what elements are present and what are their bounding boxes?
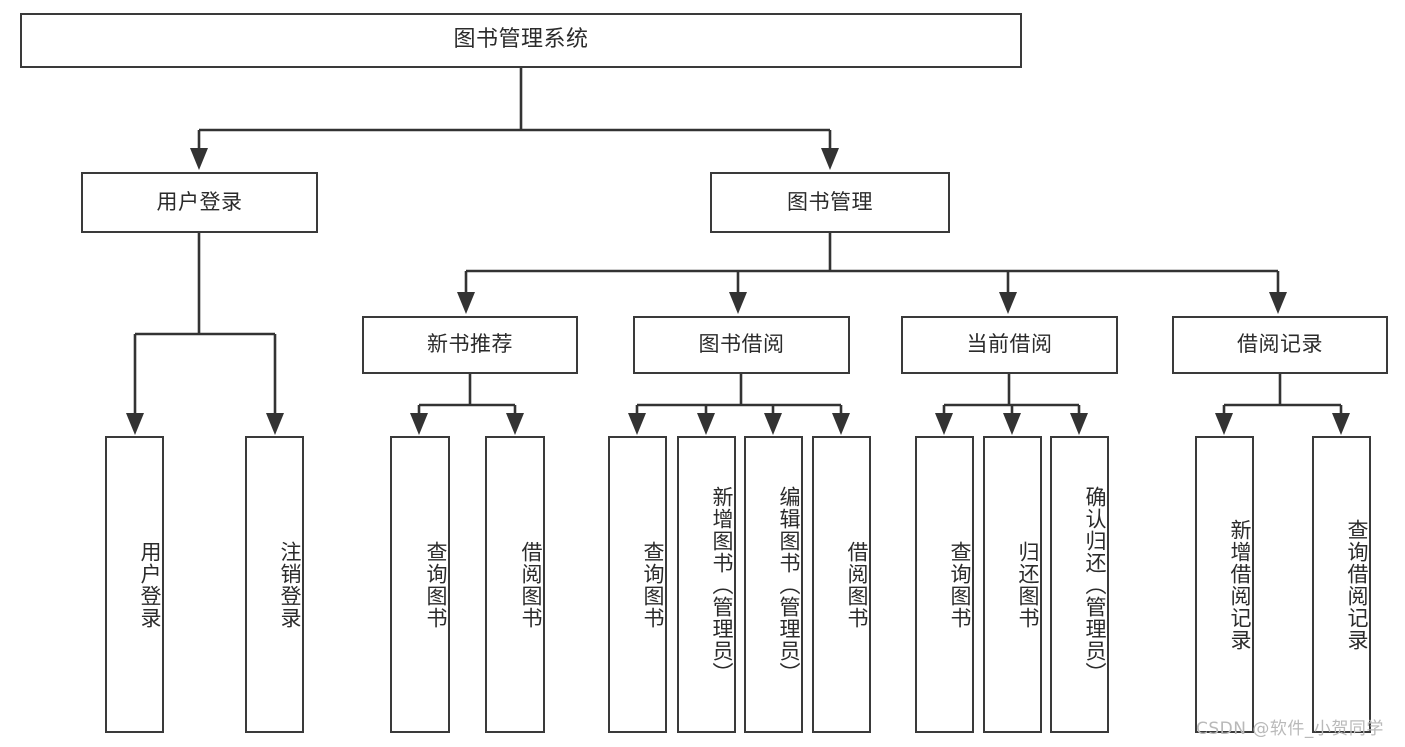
node-label: 新增借阅记录 (1228, 518, 1252, 651)
node-leaf-logout[interactable]: 注销登录 (245, 436, 304, 733)
node-label: 用户登录 (156, 189, 243, 214)
node-new-book-rec[interactable]: 新书推荐 (362, 316, 578, 374)
arrow-group-2-leaf-2 (1070, 413, 1088, 435)
arrow-root-child-0 (190, 148, 208, 170)
node-leaf-query-book-cur[interactable]: 查询图书 (915, 436, 974, 733)
node-book-borrow[interactable]: 图书借阅 (633, 316, 850, 374)
arrow-user-login-leaf-0 (126, 413, 144, 435)
arrow-group-0-leaf-0 (410, 413, 428, 435)
node-label: 新增图书（管理员） (710, 485, 734, 684)
node-leaf-confirm-return[interactable]: 确认归还（管理员） (1050, 436, 1109, 733)
node-label: 编辑图书（管理员） (777, 485, 801, 684)
node-label: 借阅图书 (519, 540, 543, 629)
node-leaf-query-book-rec[interactable]: 查询图书 (390, 436, 450, 733)
node-leaf-user-login[interactable]: 用户登录 (105, 436, 164, 733)
node-label: 借阅记录 (1237, 332, 1323, 357)
node-leaf-edit-book[interactable]: 编辑图书（管理员） (744, 436, 803, 733)
node-label: 图书管理 (787, 189, 873, 214)
node-label: 用户登录 (138, 540, 162, 629)
arrow-root-child-1 (821, 148, 839, 170)
node-label: 查询图书 (424, 540, 448, 629)
arrow-book-manage-child-1 (729, 292, 747, 314)
arrow-group-1-leaf-3 (832, 413, 850, 435)
arrow-book-manage-child-2 (999, 292, 1017, 314)
node-label: 查询借阅记录 (1345, 518, 1369, 651)
node-current-borrow[interactable]: 当前借阅 (901, 316, 1118, 374)
node-root-图书管理系统[interactable]: 图书管理系统 (20, 13, 1022, 68)
node-label: 查询图书 (948, 540, 972, 629)
arrow-group-0-leaf-1 (506, 413, 524, 435)
arrow-group-2-leaf-0 (935, 413, 953, 435)
arrow-group-2-leaf-1 (1003, 413, 1021, 435)
node-leaf-borrow-book[interactable]: 借阅图书 (812, 436, 871, 733)
node-label: 查询图书 (641, 540, 665, 629)
node-user-login[interactable]: 用户登录 (81, 172, 318, 233)
node-borrow-record[interactable]: 借阅记录 (1172, 316, 1388, 374)
node-label: 图书借阅 (698, 332, 785, 357)
node-label: 新书推荐 (427, 332, 513, 357)
node-leaf-query-book-borrow[interactable]: 查询图书 (608, 436, 667, 733)
node-leaf-add-book[interactable]: 新增图书（管理员） (677, 436, 736, 733)
node-leaf-add-record[interactable]: 新增借阅记录 (1195, 436, 1254, 733)
node-leaf-return-book[interactable]: 归还图书 (983, 436, 1042, 733)
node-label: 借阅图书 (845, 540, 869, 629)
node-label: 归还图书 (1016, 540, 1040, 629)
arrow-group-3-leaf-1 (1332, 413, 1350, 435)
node-label: 当前借阅 (966, 332, 1053, 357)
node-label: 注销登录 (278, 540, 302, 629)
node-label: 确认归还（管理员） (1083, 485, 1107, 684)
arrow-group-1-leaf-2 (764, 413, 782, 435)
arrow-group-3-leaf-0 (1215, 413, 1233, 435)
arrow-book-manage-child-3 (1269, 292, 1287, 314)
node-label: 图书管理系统 (453, 27, 589, 53)
node-leaf-query-record[interactable]: 查询借阅记录 (1312, 436, 1371, 733)
arrow-group-1-leaf-0 (628, 413, 646, 435)
node-leaf-borrow-book-rec[interactable]: 借阅图书 (485, 436, 545, 733)
arrow-user-login-leaf-1 (266, 413, 284, 435)
arrow-group-1-leaf-1 (697, 413, 715, 435)
arrow-book-manage-child-0 (457, 292, 475, 314)
node-book-manage[interactable]: 图书管理 (710, 172, 950, 233)
